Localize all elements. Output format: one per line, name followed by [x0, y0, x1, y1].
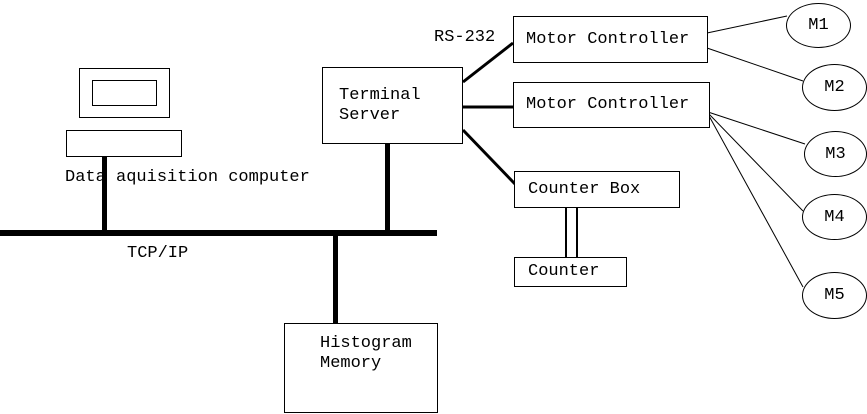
tcp-ip-label: TCP/IP	[127, 244, 189, 263]
edge-motor-controller-1-to-m2	[706, 47, 804, 82]
node-histogram-memory: Histogram Memory	[284, 323, 438, 413]
edge-terminal-server-to-counter-box	[461, 128, 517, 186]
node-motor-controller-2: Motor Controller	[513, 82, 710, 128]
node-motor-m2: M2	[802, 64, 867, 111]
edge-terminal-server-to-motor-controller-1	[462, 41, 514, 84]
node-counter-box: Counter Box	[514, 171, 680, 208]
node-motor-m4: M4	[802, 194, 867, 240]
node-motor-controller-1: Motor Controller	[513, 16, 708, 63]
histogram-memory-label-line2: Memory	[320, 354, 382, 373]
motor-controller-1-label: Motor Controller	[526, 29, 690, 49]
node-motor-m3: M3	[804, 131, 867, 177]
motor-m5-label: M5	[824, 286, 845, 305]
edge-motor-controller-1-to-m1	[706, 15, 788, 34]
computer-screen-icon	[92, 80, 157, 106]
motor-m2-label: M2	[824, 78, 845, 97]
edge-motor-controller-2-to-m4	[707, 112, 804, 212]
terminal-server-label-line1: Terminal	[339, 85, 421, 105]
terminal-server-label-line2: Server	[339, 105, 401, 125]
node-counter: Counter	[514, 257, 627, 287]
edge-motor-controller-2-to-m3	[707, 111, 806, 145]
node-motor-m5: M5	[802, 272, 867, 319]
motor-m3-label: M3	[825, 144, 846, 164]
motor-m1-label: M1	[808, 16, 829, 35]
motor-m4-label: M4	[824, 207, 845, 227]
histogram-memory-label-line1: Histogram	[320, 334, 412, 353]
edge-motor-controller-2-to-m5	[707, 113, 804, 288]
computer-monitor-icon	[79, 68, 170, 118]
counter-box-label: Counter Box	[528, 179, 641, 199]
node-terminal-server: Terminal Server	[322, 67, 463, 144]
computer-keyboard-icon	[66, 130, 182, 157]
counter-label: Counter	[528, 262, 600, 281]
motor-controller-2-label: Motor Controller	[526, 95, 690, 114]
node-motor-m1: M1	[786, 3, 851, 48]
rs232-label: RS-232	[434, 28, 496, 47]
data-acquisition-computer-label: Data aquisition computer	[65, 168, 310, 187]
